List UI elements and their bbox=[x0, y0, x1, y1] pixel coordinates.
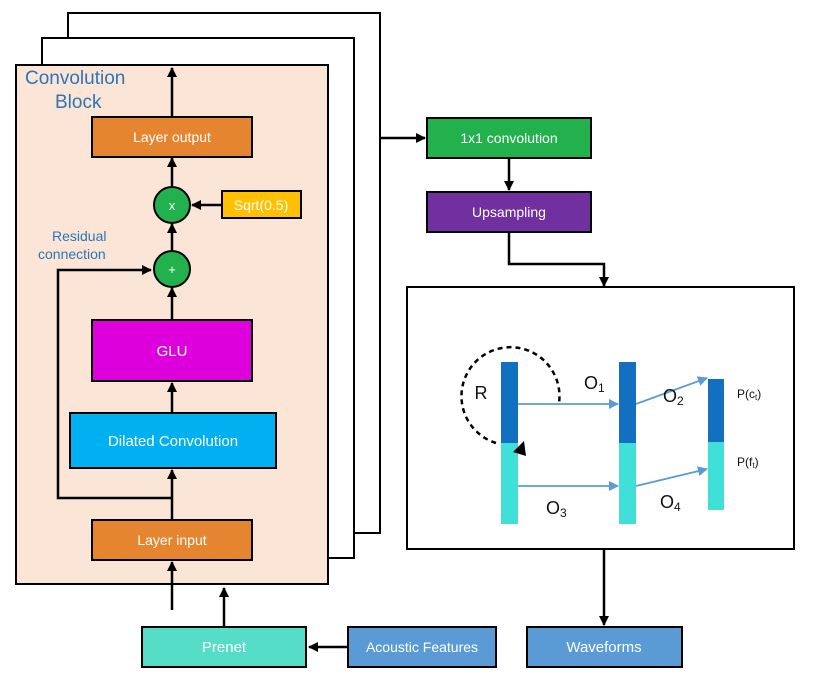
label-o3: O3 bbox=[546, 498, 567, 520]
recurrent-loop bbox=[460, 345, 561, 445]
prenet-label: Prenet bbox=[202, 639, 247, 656]
recurrent-label: R bbox=[475, 383, 488, 403]
upsampling-label: Upsampling bbox=[472, 204, 546, 220]
label-o4: O4 bbox=[660, 492, 681, 514]
glu-box bbox=[91, 319, 253, 382]
dilated-convolution-label: Dilated Convolution bbox=[108, 433, 238, 450]
conv1x1-label: 1x1 convolution bbox=[460, 130, 557, 146]
add-symbol: + bbox=[168, 262, 176, 277]
layer-input-box bbox=[91, 519, 253, 561]
add-node bbox=[153, 250, 191, 288]
conv1x1-box bbox=[426, 117, 592, 159]
residual-connection-path bbox=[56, 265, 172, 500]
dilated-convolution-box bbox=[69, 412, 277, 469]
label-o1: O1 bbox=[584, 373, 605, 395]
label-o2: O2 bbox=[663, 386, 684, 408]
acoustic-features-label: Acoustic Features bbox=[366, 639, 478, 655]
rnn-panel bbox=[406, 286, 795, 550]
sqrt-label: Sqrt(0.5) bbox=[234, 197, 288, 213]
block-title-line2: Block bbox=[55, 92, 102, 113]
waveforms-label: Waveforms bbox=[566, 639, 641, 656]
bar-2-fine bbox=[619, 443, 636, 524]
bar-3-fine bbox=[708, 442, 724, 510]
label-p-fine: P(ft) bbox=[737, 455, 759, 470]
residual-label-line2: connection bbox=[38, 246, 106, 262]
arrow-upsampling-to-rnn bbox=[507, 232, 609, 287]
label-p-coarse: P(ct) bbox=[737, 387, 761, 402]
bar-1-coarse bbox=[501, 362, 518, 443]
recurrent-loop-arrowhead bbox=[513, 441, 526, 456]
upsampling-box bbox=[426, 191, 592, 233]
arrow-o2 bbox=[635, 376, 708, 405]
arrow-o4 bbox=[635, 466, 708, 487]
layer-output-box bbox=[91, 116, 253, 158]
residual-label-line1: Residual bbox=[52, 228, 106, 244]
multiply-symbol: x bbox=[169, 198, 176, 213]
block-title-line1: Convolution bbox=[25, 68, 125, 89]
sqrt-box bbox=[221, 190, 302, 219]
bar-3-coarse bbox=[708, 379, 724, 442]
glu-label: GLU bbox=[157, 343, 188, 360]
multiply-node bbox=[153, 186, 191, 224]
waveforms-box bbox=[526, 626, 683, 668]
bar-2-coarse bbox=[619, 362, 636, 443]
bar-1-fine bbox=[501, 443, 518, 524]
layer-input-label: Layer input bbox=[137, 532, 206, 548]
layer-output-label: Layer output bbox=[133, 129, 211, 145]
